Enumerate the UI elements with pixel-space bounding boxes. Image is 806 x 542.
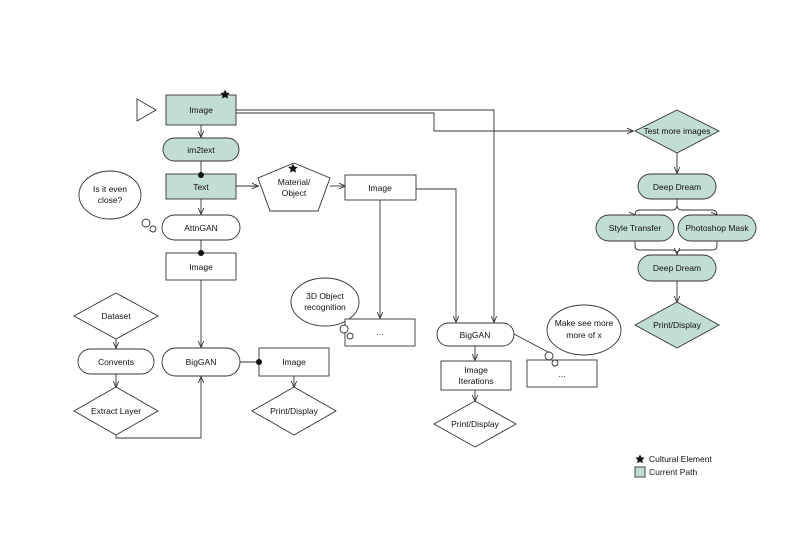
edge-style-to-deepdream <box>634 241 677 254</box>
node-print-display-left-label: Print/Display <box>270 406 318 416</box>
node-print-display-mid[interactable]: Print/Display <box>433 400 517 448</box>
bubble-object-recognition-line1: 3D Object <box>306 291 344 301</box>
node-ellipsis-right[interactable]: ... <box>526 359 598 388</box>
legend: Cultural Element Current Path <box>634 454 712 478</box>
bubble-make-see-more-line1: Make see more <box>555 318 614 328</box>
edge-photoshop-to-deepdream <box>676 241 718 255</box>
node-material-object-line2: Object <box>282 188 307 198</box>
node-ellipsis-mid[interactable]: ... <box>344 318 416 347</box>
node-image-iterations[interactable]: Image Iterations <box>440 360 512 391</box>
start-triangle-icon <box>136 98 157 122</box>
edge-image-to-biggan-right-long <box>236 109 494 322</box>
node-print-display-left[interactable]: Print/Display <box>251 386 337 436</box>
edge-deepdream-to-style <box>635 199 678 215</box>
bubble-object-recognition-dot2 <box>346 332 354 340</box>
node-image-left[interactable]: Image <box>165 252 237 281</box>
node-image-mid-label: Image <box>368 183 392 193</box>
node-test-more-images-label: Test more images <box>643 126 710 136</box>
node-im2text[interactable]: im2text <box>162 137 240 162</box>
node-text[interactable]: Text <box>165 173 237 200</box>
legend-current-path-swatch <box>634 466 646 478</box>
node-image-bottom-left[interactable]: Image <box>258 347 330 377</box>
node-test-more-images[interactable]: Test more images <box>634 109 720 154</box>
node-deep-dream-bottom-label: Deep Dream <box>653 263 701 273</box>
node-image-iterations-line1: Image <box>464 365 488 375</box>
node-print-display-right[interactable]: Print/Display <box>634 301 720 349</box>
node-image-mid[interactable]: Image <box>344 174 417 201</box>
node-deep-dream-bottom[interactable]: Deep Dream <box>637 254 717 282</box>
node-attngan[interactable]: AttnGAN <box>161 214 241 241</box>
node-ellipsis-mid-label: ... <box>376 327 383 337</box>
connector-dot-attngan <box>198 250 204 256</box>
star-icon <box>288 163 298 173</box>
node-image-left-label: Image <box>189 262 213 272</box>
node-dataset[interactable]: Dataset <box>73 292 159 340</box>
node-dataset-label: Dataset <box>101 311 131 321</box>
edge-image-to-test-more <box>236 112 633 131</box>
node-biggan-left[interactable]: BigGAN <box>161 347 241 377</box>
edge-biggan-to-bubble <box>513 333 549 353</box>
bubble-is-it-even-close-line2: close? <box>98 195 123 205</box>
bubble-make-see-more: Make see more more of x <box>546 304 622 356</box>
connector-dot-text <box>198 172 204 178</box>
bubble-is-it-even-close-line1: Is it even <box>93 184 127 194</box>
node-photoshop-mask-label: Photoshop Mask <box>685 223 749 233</box>
node-deep-dream-top-label: Deep Dream <box>653 182 701 192</box>
node-print-display-right-label: Print/Display <box>653 320 701 330</box>
node-im2text-label: im2text <box>187 145 215 155</box>
connector-dot-biggan <box>256 359 262 365</box>
node-extract-layer[interactable]: Extract Layer <box>73 386 159 436</box>
bubble-make-see-more-line2: more of x <box>566 330 602 340</box>
bubble-object-recognition-dot1 <box>339 324 349 334</box>
edge-extract-to-biggan <box>115 377 201 439</box>
bubble-make-see-more-dot1 <box>544 351 554 361</box>
legend-current-path: Current Path <box>649 467 697 477</box>
node-extract-layer-label: Extract Layer <box>91 406 141 416</box>
bubble-object-recognition-line2: recognition <box>304 302 346 312</box>
bubble-make-see-more-dot2 <box>551 359 559 367</box>
node-material-object[interactable]: Material/ Object <box>257 162 331 212</box>
bubble-object-recognition: 3D Object recognition <box>290 277 360 327</box>
node-biggan-right-label: BigGAN <box>460 330 491 340</box>
node-convnets-label: Convents <box>98 357 134 367</box>
node-style-transfer-label: Style Transfer <box>609 223 662 233</box>
node-attngan-label: AttnGAN <box>184 223 218 233</box>
star-icon <box>220 89 230 99</box>
node-image-bottom-left-label: Image <box>282 357 306 367</box>
star-icon <box>635 454 645 464</box>
node-deep-dream-top[interactable]: Deep Dream <box>637 173 717 200</box>
edge-deepdream-to-photoshop <box>676 204 717 215</box>
node-style-transfer[interactable]: Style Transfer <box>595 214 675 242</box>
legend-cultural-element: Cultural Element <box>649 454 712 464</box>
bubble-is-it-even-close: Is it even close? <box>78 170 157 233</box>
node-biggan-left-label: BigGAN <box>186 357 217 367</box>
node-ellipsis-right-label: ... <box>558 369 565 379</box>
node-photoshop-mask[interactable]: Photoshop Mask <box>677 214 757 242</box>
node-image-top[interactable]: Image <box>165 94 237 126</box>
node-text-label: Text <box>193 182 209 192</box>
node-biggan-right[interactable]: BigGAN <box>436 322 515 347</box>
node-image-top-label: Image <box>189 105 213 115</box>
node-material-object-line1: Material/ <box>278 177 311 187</box>
node-convnets[interactable]: Convents <box>77 348 155 375</box>
node-print-display-mid-label: Print/Display <box>451 419 499 429</box>
node-image-iterations-line2: Iterations <box>459 376 494 386</box>
edge-image-to-biggan-right <box>416 188 456 322</box>
connectors <box>115 109 718 439</box>
